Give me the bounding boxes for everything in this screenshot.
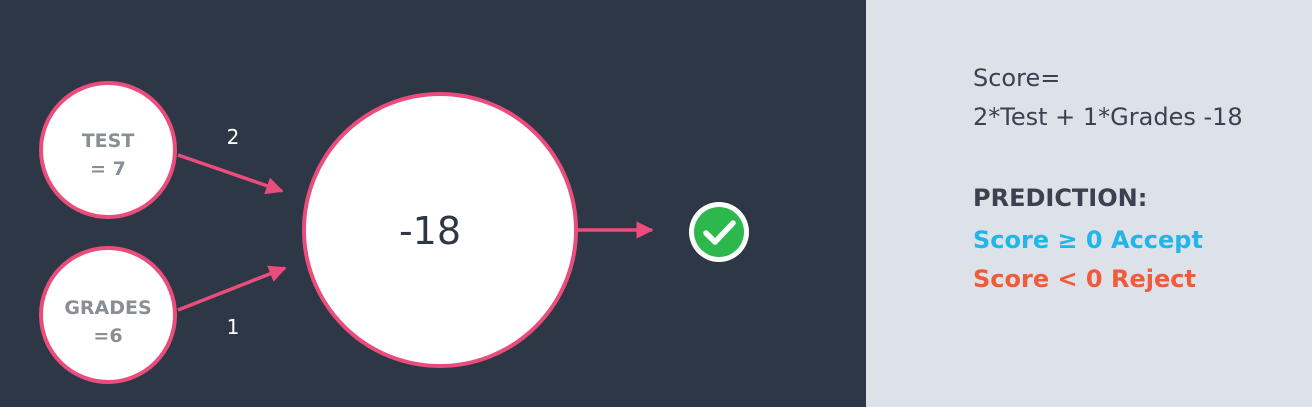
weight-label-grades: 1 — [227, 315, 240, 339]
input-node-test-name: TEST — [82, 130, 135, 152]
input-node-grades: GRADES =6 — [39, 246, 177, 384]
input-node-test-value: = 7 — [90, 158, 126, 180]
sum-node-value: -18 — [399, 209, 461, 253]
score-heading: Score= — [973, 64, 1061, 92]
score-formula: 2*Test + 1*Grades -18 — [973, 103, 1243, 131]
prediction-heading: PREDICTION: — [973, 184, 1148, 212]
input-node-grades-name: GRADES — [64, 297, 151, 319]
input-node-test: TEST = 7 — [39, 81, 177, 219]
sum-node: -18 — [302, 92, 578, 368]
rule-accept: Score ≥ 0 Accept — [973, 226, 1203, 254]
weight-label-test: 2 — [227, 125, 240, 149]
perceptron-diagram-area: TEST = 7 GRADES =6 2 1 -18 — [0, 0, 866, 407]
perceptron-diagram: TEST = 7 GRADES =6 2 1 -18 — [39, 81, 749, 384]
accept-check-icon — [689, 202, 749, 262]
score-panel: Score= 2*Test + 1*Grades -18 PREDICTION:… — [866, 0, 1312, 407]
edge-grades-to-sum — [177, 265, 287, 312]
input-node-grades-value: =6 — [93, 325, 122, 347]
rule-reject: Score < 0 Reject — [973, 265, 1196, 293]
edge-test-to-sum — [177, 153, 284, 195]
